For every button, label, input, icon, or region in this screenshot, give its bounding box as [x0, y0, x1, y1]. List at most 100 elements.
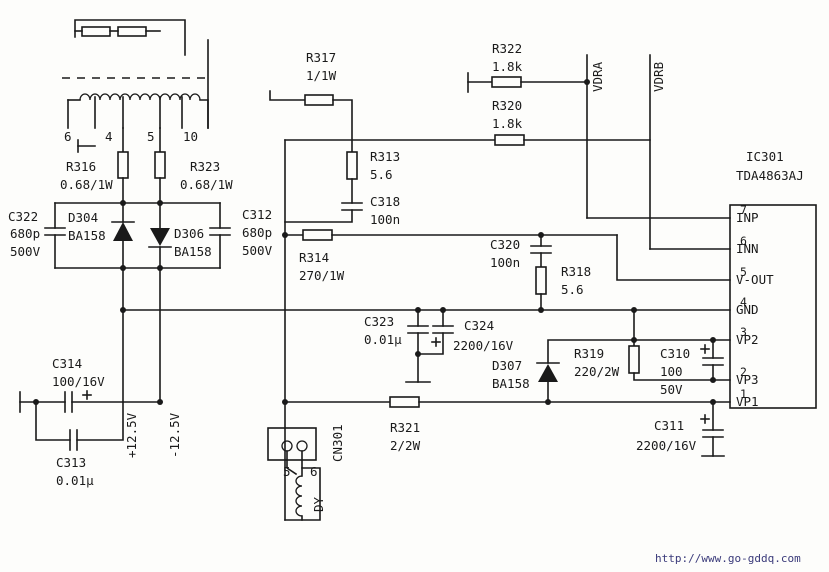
deflection-path — [269, 90, 731, 521]
r317-value: 1/1W — [306, 68, 337, 83]
ic-pin-1-num: 1 — [740, 387, 747, 401]
r321-body — [389, 396, 420, 408]
c320-value: 100n — [490, 255, 520, 270]
ic-pin-2-name: VP3 — [736, 372, 759, 387]
r323-body — [154, 151, 166, 179]
r313-body — [346, 151, 358, 180]
r319-value: 220/2W — [574, 364, 620, 379]
vdra-label: VDRA — [590, 61, 605, 92]
rail-neg-label: -12.5V — [167, 412, 182, 458]
r322-body — [491, 76, 522, 88]
drive-nets — [467, 54, 731, 250]
d306-symbol — [150, 228, 170, 246]
tx-pin-6: 6 — [64, 129, 72, 144]
left-rectifiers — [44, 127, 231, 403]
c318-ref: C318 — [370, 194, 400, 209]
tx-pin-5: 5 — [147, 129, 155, 144]
d306-ref: D306 — [174, 226, 204, 241]
c312-ref: C312 — [242, 207, 272, 222]
rail-pos-label: +12.5V — [124, 412, 139, 458]
r313-value: 5.6 — [370, 167, 393, 182]
d307-ref: D307 — [492, 358, 522, 373]
r323-ref: R323 — [190, 159, 220, 174]
ic301-part: TDA4863AJ — [736, 168, 804, 183]
d304-ref: D304 — [68, 210, 98, 225]
r314-value: 270/1W — [299, 268, 345, 283]
r313-ref: R313 — [370, 149, 400, 164]
c310-value: 100 — [660, 364, 683, 379]
cn301-ref: CN301 — [330, 424, 345, 462]
ic301-ref: IC301 — [746, 149, 784, 164]
c314-ref: C314 — [52, 356, 82, 371]
r319-body — [628, 345, 640, 374]
r320-body — [494, 134, 525, 146]
c314-value: 100/16V — [52, 374, 105, 389]
tx-pin-4: 4 — [105, 129, 113, 144]
ic-pin-3-name: VP2 — [736, 332, 759, 347]
r316-ref: R316 — [66, 159, 96, 174]
r321-ref: R321 — [390, 420, 420, 435]
r316-value: 0.68/1W — [60, 177, 113, 192]
dy-label: DY — [311, 496, 326, 512]
ic-pin-7-name: INP — [736, 210, 759, 225]
c320-ref: C320 — [490, 237, 520, 252]
ic-pin-5-name: V-OUT — [736, 272, 774, 287]
c310-ref: C310 — [660, 346, 690, 361]
c313-ref: C313 — [56, 455, 86, 470]
c318-value: 100n — [370, 212, 400, 227]
r318-body — [535, 266, 547, 295]
c312-value: 680p — [242, 225, 272, 240]
c322-value: 680p — [10, 226, 40, 241]
r323-value: 0.68/1W — [180, 177, 233, 192]
connector-cn301 — [267, 427, 321, 521]
ic-pin-2-num: 2 — [740, 365, 747, 379]
r322-value: 1.8k — [492, 59, 523, 74]
r321-value: 2/2W — [390, 438, 421, 453]
d307-value: BA158 — [492, 376, 530, 391]
ic-pin-4-num: 4 — [740, 295, 747, 309]
ic-pin-4-name: GND — [736, 302, 759, 317]
r319-ref: R319 — [574, 346, 604, 361]
r318-ref: R318 — [561, 264, 591, 279]
c313-value: 0.01µ — [56, 473, 94, 488]
c323-ref: C323 — [364, 314, 394, 329]
r320-ref: R320 — [492, 98, 522, 113]
c322-ref: C322 — [8, 209, 38, 224]
c322-voltage: 500V — [10, 244, 41, 259]
ic-pin-3-num: 3 — [740, 325, 747, 339]
d306-value: BA158 — [174, 244, 212, 259]
r317-ref: R317 — [306, 50, 336, 65]
r318-value: 5.6 — [561, 282, 584, 297]
c323-value: 0.01µ — [364, 332, 402, 347]
d307-symbol — [538, 364, 558, 382]
c310-voltage: 50V — [660, 382, 683, 397]
cn301-pin6: 6 — [310, 464, 318, 479]
tx-pin-10: 10 — [183, 129, 198, 144]
ic-pin-6-num: 6 — [740, 234, 747, 248]
ic-pin-1-name: VP1 — [736, 394, 759, 409]
cn301-pin5: 5 — [283, 464, 291, 479]
ic-pin-5-num: 5 — [740, 265, 747, 279]
r322-ref: R322 — [492, 41, 522, 56]
transformer: 6 4 5 10 — [62, 19, 212, 153]
vdrb-label: VDRB — [651, 62, 666, 92]
ic-pin-7-num: 7 — [740, 203, 747, 217]
d304-value: BA158 — [68, 228, 106, 243]
c311-ref: C311 — [654, 418, 684, 433]
ic-pin-6-name: INN — [736, 241, 759, 256]
r317-body — [304, 94, 334, 106]
r316-body — [117, 151, 129, 179]
r320-value: 1.8k — [492, 116, 523, 131]
r314-body — [302, 229, 333, 241]
c312-voltage: 500V — [242, 243, 273, 258]
c324-ref: C324 — [464, 318, 494, 333]
ic301-body — [729, 204, 817, 409]
c311-value: 2200/16V — [636, 438, 697, 453]
r314-ref: R314 — [299, 250, 329, 265]
bottom-left-filter — [19, 390, 163, 451]
gnd-decoupling — [405, 307, 454, 383]
c324-value: 2200/16V — [453, 338, 514, 353]
source-url: http://www.go-gddq.com — [655, 552, 801, 565]
